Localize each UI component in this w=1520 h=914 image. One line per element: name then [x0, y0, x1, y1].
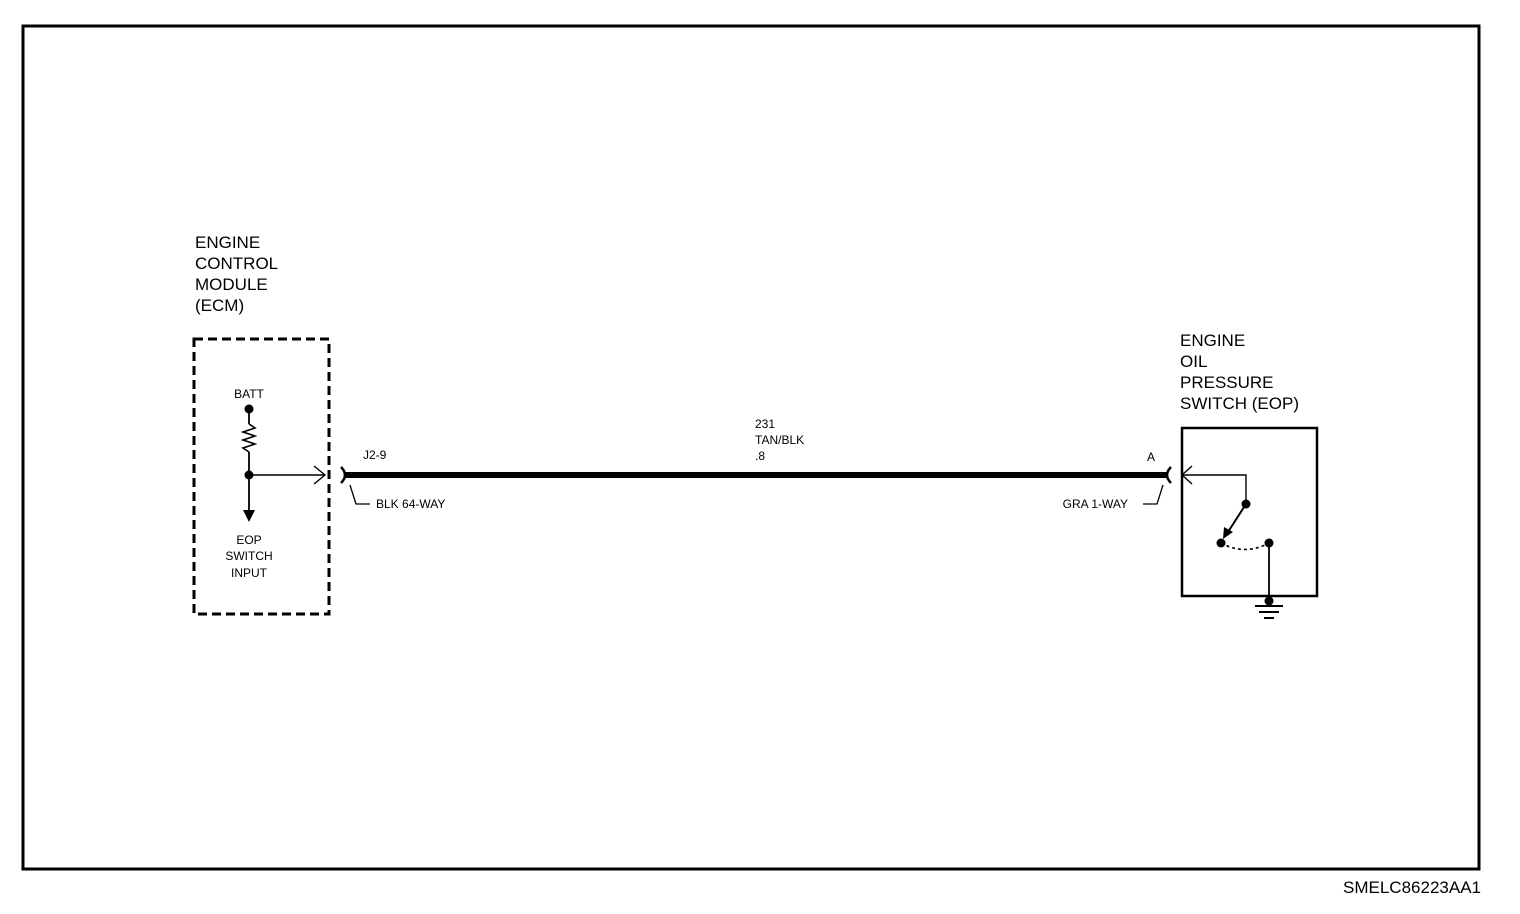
circuit-gauge: .8: [755, 449, 765, 463]
ecm-connector-type: BLK 64-WAY: [376, 497, 445, 511]
ecm-internal-circuit: BATT EOP SWITCH INPUT: [225, 387, 327, 580]
ecm-connector-leader: [349, 484, 370, 505]
eop-connector: A GRA 1-WAY: [1063, 450, 1172, 511]
ecm-title-line-4: (ECM): [195, 296, 244, 315]
ecm-connector-icon: [340, 466, 347, 484]
eop-connector-icon: [1165, 466, 1172, 484]
eop-title-line-2: OIL: [1180, 352, 1207, 371]
ecm-terminal-arrow-icon: [313, 465, 327, 485]
input-arrow-icon: [243, 510, 255, 522]
ecm-connector-pin: J2-9: [363, 448, 387, 462]
eop-input-label-line-2: SWITCH: [225, 549, 272, 563]
eop-title-line-4: SWITCH (EOP): [1180, 394, 1299, 413]
ecm-box: [192, 337, 331, 616]
eop-connector-leader: [1143, 484, 1164, 505]
eop-switch-internal: [1180, 465, 1274, 606]
eop-switch-title: ENGINE OIL PRESSURE SWITCH (EOP): [1180, 331, 1299, 413]
ecm-connector: J2-9 BLK 64-WAY: [340, 448, 445, 511]
ecm-title-line-1: ENGINE: [195, 233, 260, 252]
reference-code: SMELC86223AA1: [1343, 878, 1481, 897]
eop-connector-pin: A: [1147, 450, 1155, 464]
switch-dashed-arc: [1220, 542, 1270, 551]
eop-input-label-line-3: INPUT: [231, 566, 268, 580]
circuit-label: 231 TAN/BLK .8: [755, 417, 804, 463]
diagram-frame: [21, 24, 1481, 871]
ecm-title-line-3: MODULE: [195, 275, 268, 294]
ecm-title-line-2: CONTROL: [195, 254, 278, 273]
eop-input-label-line-1: EOP: [236, 533, 261, 547]
eop-title-line-3: PRESSURE: [1180, 373, 1274, 392]
switch-blade: [1227, 503, 1247, 533]
eop-title-line-1: ENGINE: [1180, 331, 1245, 350]
ecm-title: ENGINE CONTROL MODULE (ECM): [195, 233, 278, 315]
ground-icon: [1255, 605, 1283, 619]
switch-blade-arrow-icon: [1223, 527, 1233, 539]
batt-label: BATT: [234, 387, 264, 401]
circuit-color: TAN/BLK: [755, 433, 804, 447]
eop-connector-type: GRA 1-WAY: [1063, 497, 1128, 511]
pullup-resistor-icon: [240, 423, 258, 453]
circuit-number: 231: [755, 417, 775, 431]
eop-switch-box: [1180, 426, 1319, 598]
